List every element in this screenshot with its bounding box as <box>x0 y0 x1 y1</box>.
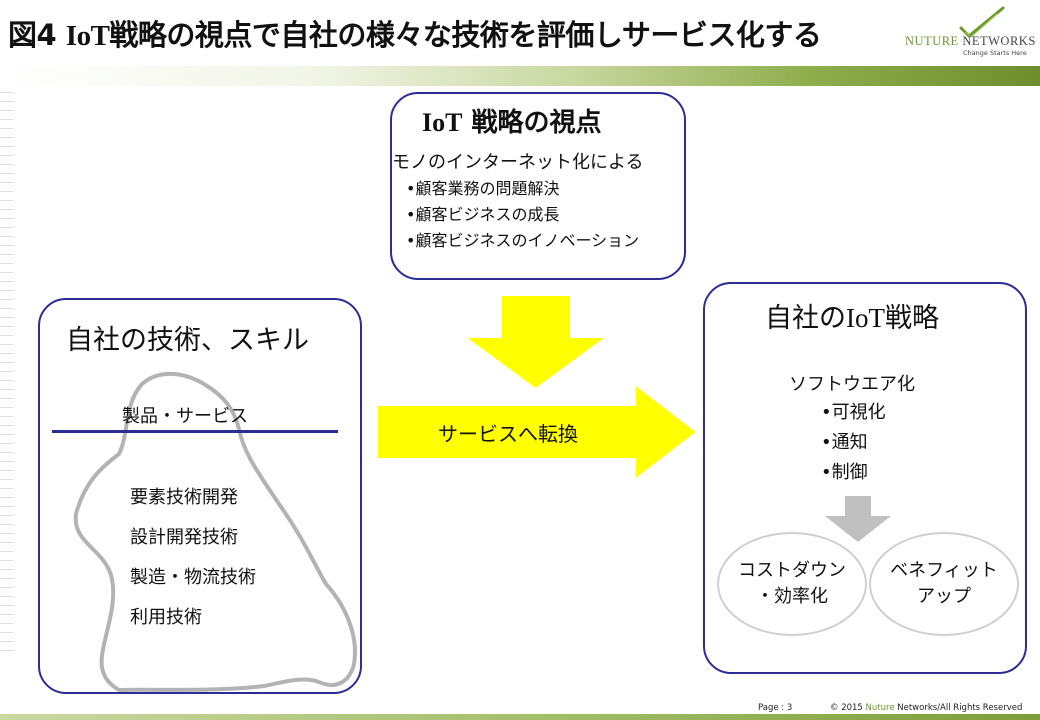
logo-tagline: Change Starts Here <box>963 49 1027 57</box>
strategy-bullets: •可視化 •通知 •制御 <box>821 398 886 488</box>
company-skills-title: 自社の技術、スキル <box>66 325 309 356</box>
iot-strategy-title: 自社のIoT戦略 <box>765 296 939 335</box>
benefit-up-line2: アップ <box>916 586 971 607</box>
header-gradient-band <box>0 66 1040 86</box>
iot-strategy-title-iot: IoT <box>846 303 885 333</box>
cost-down-ellipse: コストダウン ・効率化 <box>717 532 867 636</box>
benefit-up-line1: ベネフィット <box>890 560 998 581</box>
technology-list: 要素技術開発 設計開発技術 製造・物流技術 利用技術 <box>130 478 256 638</box>
company-skills-box: 自社の技術、スキル 製品・サービス 要素技術開発 設計開発技術 製造・物流技術 … <box>38 298 362 694</box>
page-number: Page : 3 <box>758 703 793 713</box>
logo-name-part1: NUTURE <box>905 34 959 48</box>
iot-perspective-title-iot: IoT <box>422 108 463 137</box>
logo-wordmark: NUTURE NETWORKS <box>905 34 1036 49</box>
list-item: •顧客ビジネスのイノベーション <box>406 231 640 250</box>
checkmark-logo-icon <box>959 6 1005 38</box>
list-item: •顧客ビジネスの成長 <box>406 205 560 224</box>
iot-perspective-box: IoT 戦略の視点 モノのインターネット化による •顧客業務の問題解決 •顧客ビ… <box>390 92 686 280</box>
company-logo: NUTURE NETWORKS Change Starts Here <box>905 6 1035 66</box>
logo-name-part2: NETWORKS <box>958 34 1036 48</box>
copyright-prefix: © 2015 <box>830 703 866 713</box>
iceberg-outline-icon <box>73 371 357 692</box>
cost-down-line1: コストダウン <box>738 560 846 581</box>
iot-strategy-box: 自社のIoT戦略 ソフトウエア化 •可視化 •通知 •制御 コストダウン ・効率… <box>703 282 1027 674</box>
waterline-divider <box>52 430 338 433</box>
side-ruler <box>0 92 14 652</box>
iot-perspective-lead: モノのインターネット化による <box>392 152 644 173</box>
iot-perspective-title: IoT 戦略の視点 <box>422 102 602 139</box>
list-item: 製造・物流技術 <box>130 567 256 588</box>
title-prefix: 図4 <box>8 18 66 52</box>
down-arrow-icon <box>468 296 604 388</box>
list-item: 設計開発技術 <box>130 527 238 548</box>
right-arrow-icon <box>378 386 696 478</box>
page-title: 図4 IoT戦略の視点で自社の様々な技術を評価しサービス化する <box>8 12 822 54</box>
title-rest: 戦略の視点で自社の様々な技術を評価しサービス化する <box>109 18 822 52</box>
copyright-suffix: Networks/All Rights Reserved <box>894 703 1023 713</box>
list-item: •通知 <box>821 432 868 453</box>
product-service-label: 製品・サービス <box>122 406 248 427</box>
iot-perspective-title-rest: 戦略の視点 <box>462 108 602 138</box>
list-item: •制御 <box>821 462 868 483</box>
iot-perspective-bullets: •顧客業務の問題解決 •顧客ビジネスの成長 •顧客ビジネスのイノベーション <box>406 176 639 254</box>
copyright-brand: Nuture <box>865 703 895 713</box>
convert-to-service-label: サービスへ転換 <box>438 422 578 446</box>
gray-down-arrow-icon <box>825 496 891 542</box>
iot-strategy-title-suffix: 戦略 <box>884 303 939 334</box>
footer-gradient-band <box>0 714 1040 720</box>
list-item: 要素技術開発 <box>130 487 238 508</box>
copyright-notice: © 2015 Nuture Networks/All Rights Reserv… <box>830 703 1022 713</box>
cost-down-line2: ・効率化 <box>756 586 828 607</box>
benefit-up-ellipse: ベネフィット アップ <box>869 532 1019 636</box>
list-item: 利用技術 <box>130 607 202 628</box>
software-label: ソフトウエア化 <box>789 374 915 395</box>
list-item: •可視化 <box>821 402 886 423</box>
iot-strategy-title-prefix: 自社の <box>765 303 846 334</box>
title-iot: IoT <box>65 20 110 52</box>
list-item: •顧客業務の問題解決 <box>406 179 560 198</box>
